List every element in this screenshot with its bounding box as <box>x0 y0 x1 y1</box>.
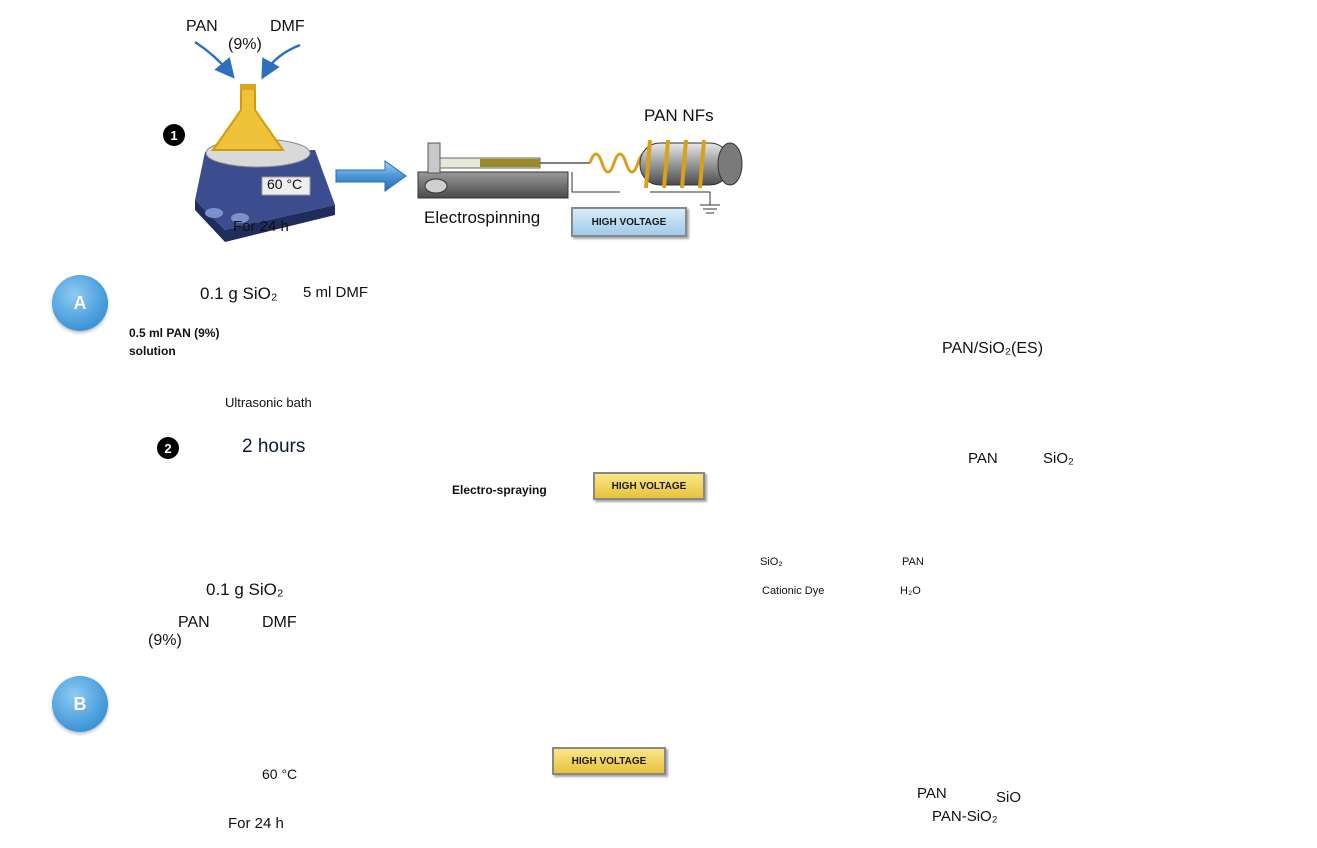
row2-process-label: Electro-spraying <box>452 483 547 497</box>
panel-label-b: B <box>52 676 108 732</box>
step-number-1: 1 <box>163 124 185 146</box>
row3-voltage-box: HIGH VOLTAGE <box>552 747 666 775</box>
row3-product-title: PAN-SiO₂ <box>932 808 998 825</box>
row2-silica-label: 0.1 g SiO₂ <box>200 284 278 303</box>
row1-product-label: PAN NFs <box>644 106 714 125</box>
row1-stirrer <box>195 138 335 242</box>
row2-legend-sio2: SiO₂ <box>1043 450 1074 467</box>
row1-flask <box>211 84 285 151</box>
row2-product-title: PAN/SiO₂(ES) <box>942 340 1044 357</box>
row2-legend-pan: PAN <box>968 450 998 467</box>
row3-temp-label: 60 °C <box>262 766 298 782</box>
step-number-2: 2 <box>157 437 179 459</box>
flow-arrow-1 <box>335 160 407 192</box>
row1-voltage-box: HIGH VOLTAGE <box>571 207 687 237</box>
row2-pan-solution-label-2: solution <box>129 344 176 358</box>
panel-label-a: A <box>52 275 108 331</box>
row1-dmf-label: DMF <box>270 18 305 35</box>
row3-conc-label: (9%) <box>148 632 182 649</box>
legend-sio2-label: SiO₂ <box>760 556 783 568</box>
row2-pan-solution-label-1: 0.5 ml PAN (9%) <box>129 326 220 340</box>
row1-temp-label: 60 °C <box>267 176 303 192</box>
row3-legend-sio: SiO <box>996 789 1022 806</box>
row1-process-label: Electrospinning <box>424 208 541 227</box>
row2-voltage-box: HIGH VOLTAGE <box>593 472 705 500</box>
legend-water-label: H₂O <box>900 585 921 597</box>
row2-dmf-label: 5 ml DMF <box>303 284 368 301</box>
electrospinning-rig-1 <box>417 139 743 214</box>
row1-duration-label: For 24 h <box>233 218 289 235</box>
legend-dye-label: Cationic Dye <box>762 585 825 597</box>
row3-duration-label: For 24 h <box>228 815 284 832</box>
row3-legend-pan: PAN <box>917 785 947 802</box>
dmf-arrow-1 <box>261 43 301 80</box>
pan-arrow-1 <box>194 40 235 79</box>
row3-silica-label: 0.1 g SiO₂ <box>206 580 284 599</box>
row1-pan-label: PAN <box>186 18 218 35</box>
row2-bath-label: Ultrasonic bath <box>225 395 312 410</box>
row2-bath-time: 2 hours <box>242 436 306 457</box>
row3-pan-label: PAN <box>178 614 210 631</box>
row3-dmf-label: DMF <box>262 614 297 631</box>
row1-conc-label: (9%) <box>228 36 262 53</box>
legend-pan-label: PAN <box>902 556 924 568</box>
